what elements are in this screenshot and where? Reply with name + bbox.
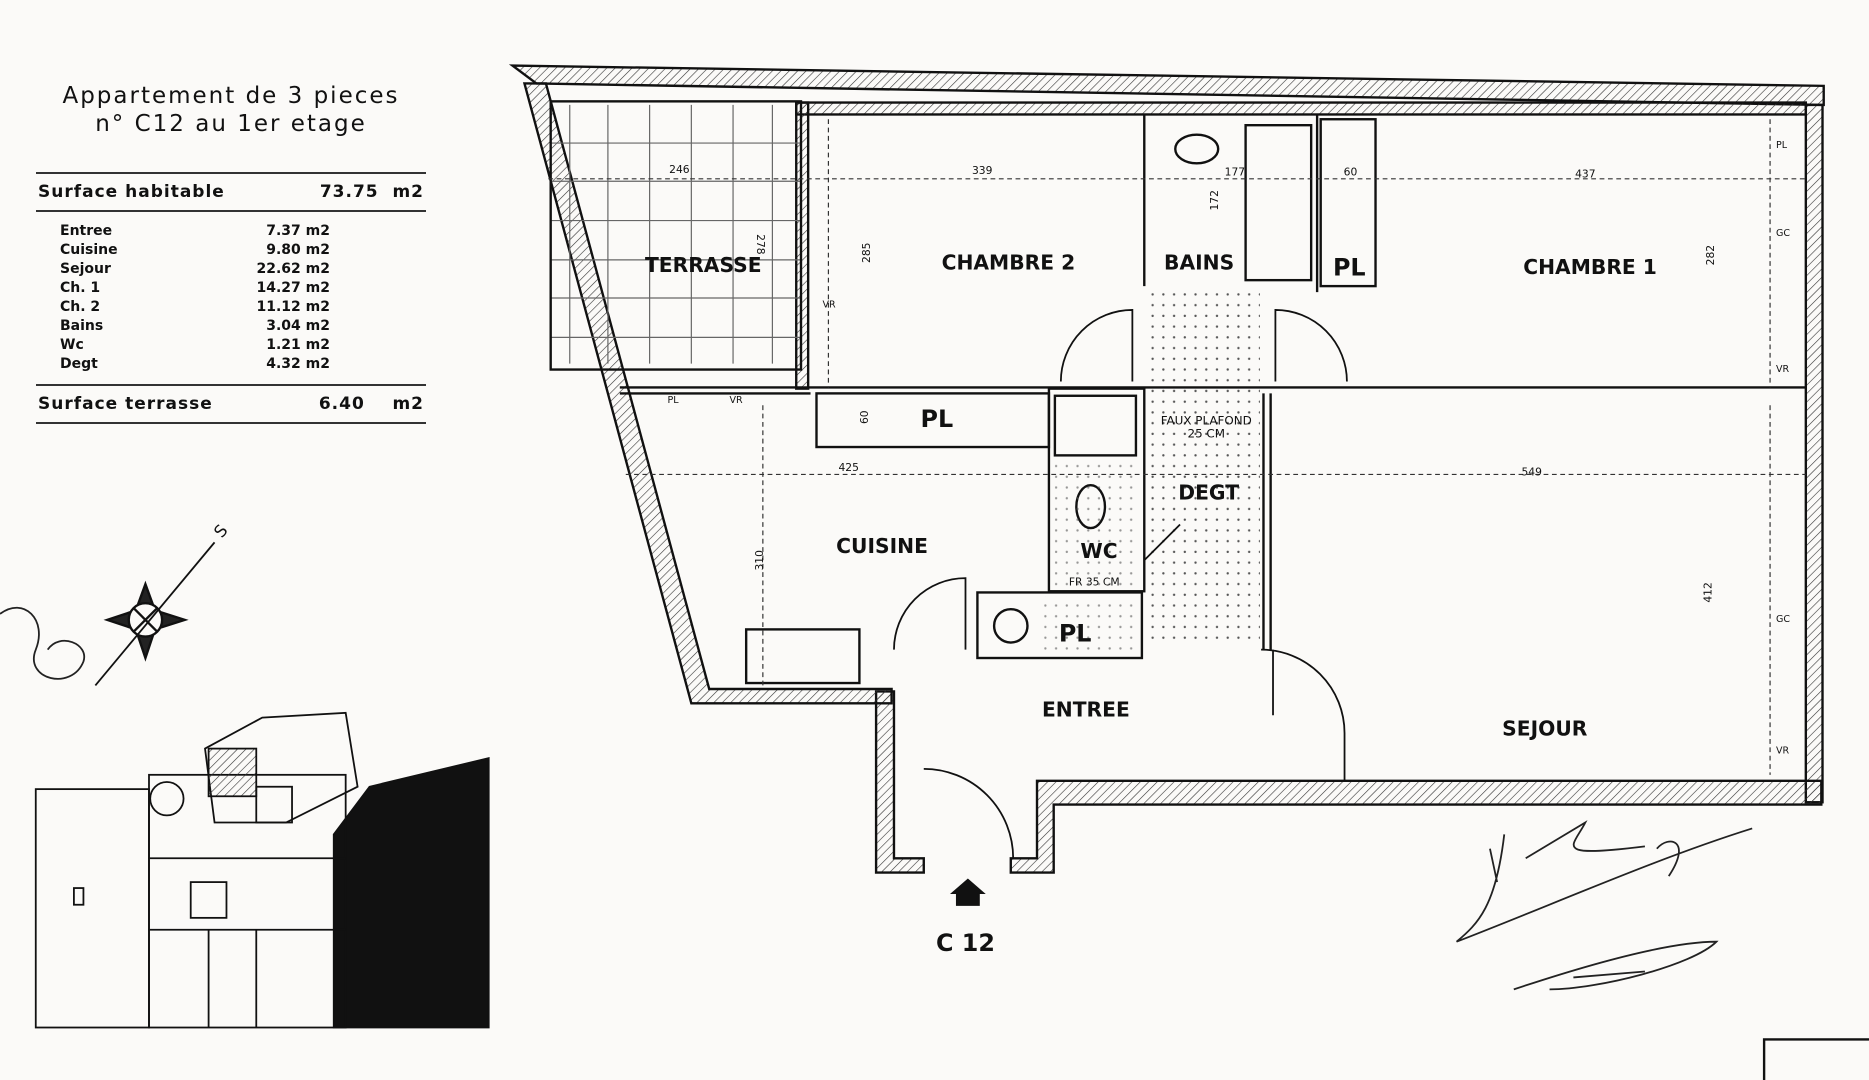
room-area: 14.27 m2 (256, 280, 331, 296)
room-area: 4.32 m2 (266, 356, 330, 372)
room-name: Cuisine (60, 242, 118, 258)
divider (36, 384, 426, 386)
placard-label: PL (1059, 619, 1092, 647)
room-label-terrasse: TERRASSE (645, 253, 762, 277)
surface-habitable-label: Surface habitable (38, 182, 225, 202)
entrance-arrow-icon (949, 878, 986, 906)
divider (36, 210, 426, 212)
room-name: Ch. 1 (60, 280, 101, 296)
faux-plafond-height: 25 CM (1188, 426, 1226, 440)
pl-small-label: PL (1776, 140, 1788, 151)
room-area-row: Bains 3.04 m2 (60, 317, 426, 336)
room-area-list: Entree 7.37 m2 Cuisine 9.80 m2 Sejour 22.62 m… (36, 212, 426, 384)
dimension: 278 (754, 234, 767, 255)
room-label-entree: ENTREE (1042, 697, 1130, 721)
unit-label: C 12 (936, 929, 995, 957)
faux-plafond-area (1146, 286, 1260, 644)
room-area-row: Cuisine 9.80 m2 (60, 241, 426, 260)
room-area-row: Entree 7.37 m2 (60, 222, 426, 241)
dimension: 172 (1208, 190, 1221, 210)
placard-label: PL (921, 405, 954, 433)
vr-label: VR (729, 395, 743, 406)
surface-terrasse-label: Surface terrasse (38, 394, 213, 414)
room-area: 11.12 m2 (256, 299, 331, 315)
dimension: 60 (858, 410, 871, 424)
room-area: 3.04 m2 (266, 318, 330, 334)
corner-frame (1762, 1038, 1869, 1080)
surface-legend: Appartement de 3 pieces n° C12 au 1er et… (36, 82, 426, 424)
surface-terrasse-value: 6.40 m2 (318, 394, 424, 414)
room-label-chambre-1: CHAMBRE 1 (1523, 255, 1657, 279)
dimension: 437 (1575, 168, 1595, 181)
dimension: 412 (1702, 582, 1715, 602)
room-name: Entree (60, 223, 113, 239)
dimension: 339 (972, 164, 993, 177)
margin-signature-icon (0, 607, 86, 680)
site-plan-thumbnail (34, 711, 490, 1029)
exterior-walls (508, 64, 1825, 874)
dimension: 425 (838, 461, 858, 474)
room-label-sejour: SEJOUR (1502, 716, 1588, 740)
dimension: 285 (860, 243, 873, 263)
room-area-row: Wc 1.21 m2 (60, 336, 426, 355)
plan-title-line2: n° C12 au 1er etage (95, 111, 367, 137)
terrace-tiles (549, 100, 803, 371)
surface-habitable-row: Surface habitable 73.75 m2 (36, 174, 426, 210)
gc-label: GC (1776, 614, 1790, 625)
room-area-row: Ch. 1 14.27 m2 (60, 279, 426, 298)
dimension: 177 (1225, 165, 1245, 178)
room-label-degt: DEGT (1178, 480, 1239, 504)
dimension: 282 (1704, 245, 1717, 265)
placard-label: PL (1333, 253, 1366, 281)
room-area-row: Degt 4.32 m2 (60, 355, 426, 374)
dimension: 60 (1344, 165, 1358, 178)
compass-label: S (210, 521, 231, 541)
dimension: 246 (669, 163, 690, 176)
vr-label: VR (1776, 745, 1790, 756)
room-label-cuisine: CUISINE (836, 534, 928, 558)
room-area-row: Ch. 2 11.12 m2 (60, 298, 426, 317)
room-name: Ch. 2 (60, 299, 101, 315)
fr-note: FR 35 CM (1069, 575, 1120, 588)
surface-terrasse-row: Surface terrasse 6.40 m2 (36, 386, 426, 422)
signature-icon (1456, 820, 1753, 991)
compass-rose-icon: S (94, 521, 232, 686)
room-label-wc: WC (1080, 539, 1117, 563)
dimension-lines (548, 119, 1806, 775)
room-name: Degt (60, 356, 98, 372)
vr-label: VR (1776, 364, 1790, 375)
room-area: 22.62 m2 (256, 261, 331, 277)
room-name: Sejour (60, 261, 111, 277)
pl-ceiling-area (1044, 596, 1140, 656)
room-name: Bains (60, 318, 104, 334)
door-swings (893, 309, 1348, 859)
gc-label: GC (1776, 228, 1790, 239)
room-label-chambre-2: CHAMBRE 2 (942, 250, 1076, 274)
divider (36, 422, 426, 424)
room-label-bains: BAINS (1164, 250, 1234, 274)
pl-small-label: PL (668, 395, 680, 406)
room-area-row: Sejour 22.62 m2 (60, 260, 426, 279)
room-area: 1.21 m2 (266, 337, 330, 353)
divider (36, 172, 426, 174)
plan-title-line1: Appartement de 3 pieces (62, 83, 400, 109)
dimension: 310 (753, 550, 766, 571)
dimension: 549 (1521, 466, 1542, 479)
wc-ceiling-area (1054, 458, 1139, 591)
room-area: 7.37 m2 (266, 223, 330, 239)
faux-plafond-note: FAUX PLAFOND (1161, 413, 1252, 427)
surface-habitable-value: 73.75 m2 (319, 182, 424, 202)
vr-label: VR (822, 300, 836, 311)
room-area: 9.80 m2 (266, 242, 330, 258)
room-name: Wc (60, 337, 84, 353)
